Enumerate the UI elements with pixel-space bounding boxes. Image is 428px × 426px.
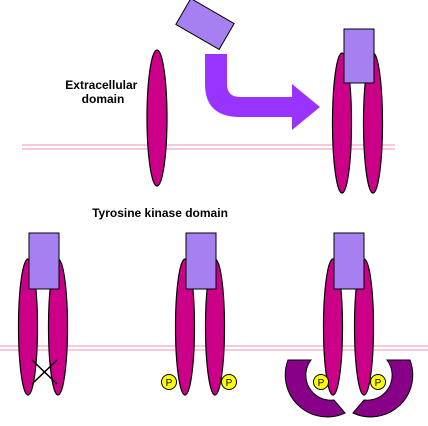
extracellular-label-line2: domain bbox=[82, 92, 125, 106]
ligand-free bbox=[175, 0, 235, 51]
phosphate-badge bbox=[161, 374, 177, 390]
extracellular-domain-label: Extracellular domain bbox=[65, 78, 140, 106]
dimer-inactive bbox=[17, 232, 69, 396]
binding-arrow bbox=[205, 54, 320, 130]
inactive-cross-icon bbox=[31, 359, 58, 385]
phosphate-label: P bbox=[226, 378, 233, 389]
phosphate-label: P bbox=[375, 378, 382, 389]
dimer-ligand-bound bbox=[331, 28, 384, 194]
phosphate-label: P bbox=[166, 378, 173, 389]
receptor-monomer bbox=[146, 49, 168, 187]
kinase-clamp-left bbox=[284, 359, 346, 418]
phosphate-badge bbox=[313, 374, 329, 390]
phosphate-badge bbox=[370, 374, 386, 390]
tyrosine-kinase-domain-label: Tyrosine kinase domain bbox=[92, 206, 228, 220]
extracellular-label-line1: Extracellular bbox=[65, 78, 137, 92]
dimer-signaling: P P bbox=[284, 232, 414, 418]
phosphate-badge bbox=[221, 374, 237, 390]
dimer-phosphorylated: P P bbox=[161, 232, 237, 396]
phosphate-label: P bbox=[318, 378, 325, 389]
kinase-clamp-right bbox=[352, 359, 414, 418]
